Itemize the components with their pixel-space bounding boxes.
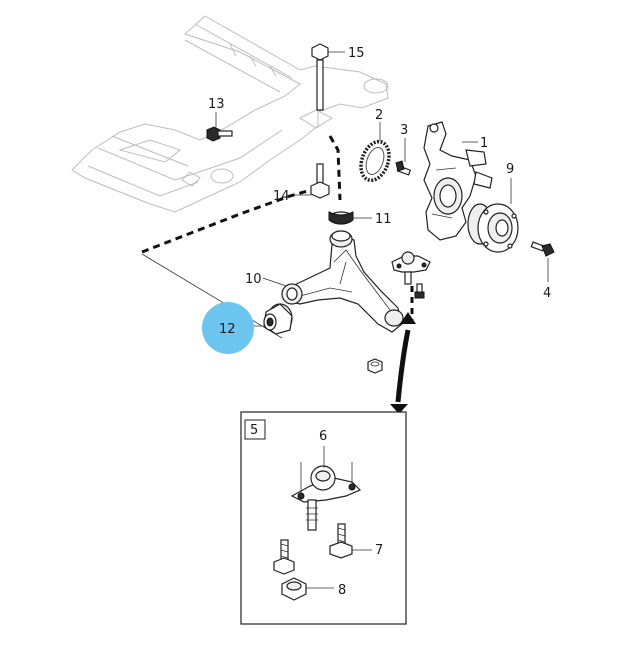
detail-pointer-arrow bbox=[390, 312, 416, 414]
bolt-4-part bbox=[530, 241, 555, 257]
callout-15[interactable]: 15 bbox=[348, 46, 365, 61]
detail-nut-part bbox=[281, 577, 307, 601]
callout-8[interactable]: 8 bbox=[338, 583, 346, 598]
callout-10[interactable]: 10 bbox=[245, 272, 262, 287]
callout-11[interactable]: 11 bbox=[375, 212, 392, 227]
callout-6[interactable]: 6 bbox=[319, 429, 327, 444]
steering-knuckle-1-part bbox=[423, 121, 493, 241]
callout-3[interactable]: 3 bbox=[400, 123, 408, 138]
control-arm-10-part bbox=[281, 230, 404, 333]
bushing-11-part bbox=[328, 211, 354, 225]
callout-1[interactable]: 1 bbox=[480, 136, 488, 151]
detail-bolt-right-part bbox=[329, 523, 353, 559]
subframe-outline bbox=[71, 15, 389, 213]
callout-12[interactable]: 12 bbox=[219, 322, 236, 337]
bolt-14-part bbox=[310, 163, 330, 199]
ball-joint-main-part bbox=[391, 251, 431, 285]
callout-2[interactable]: 2 bbox=[375, 108, 383, 123]
abs-ring-2-part bbox=[359, 139, 391, 183]
bushing-12-part bbox=[263, 303, 293, 335]
ball-joint-detail-part bbox=[290, 465, 362, 531]
callout-4[interactable]: 4 bbox=[543, 286, 551, 301]
dashed-reference-lines bbox=[141, 135, 414, 339]
detail-box-5 bbox=[240, 411, 407, 625]
wheel-hub-9-part bbox=[467, 203, 519, 253]
callout-14[interactable]: 14 bbox=[273, 189, 290, 204]
callout-5[interactable]: 5 bbox=[250, 423, 258, 438]
callout-13[interactable]: 13 bbox=[208, 97, 225, 112]
detail-bolt-left-part bbox=[273, 539, 295, 575]
ball-joint-bolt-part bbox=[414, 283, 425, 299]
nut-lower-part bbox=[367, 358, 383, 374]
bolt-13-part bbox=[206, 126, 233, 142]
callout-9[interactable]: 9 bbox=[506, 162, 514, 177]
bolt-15-part bbox=[311, 43, 329, 111]
callout-12-highlight[interactable] bbox=[202, 302, 254, 354]
callout-7[interactable]: 7 bbox=[375, 543, 383, 558]
bolt-3-part bbox=[395, 160, 412, 176]
